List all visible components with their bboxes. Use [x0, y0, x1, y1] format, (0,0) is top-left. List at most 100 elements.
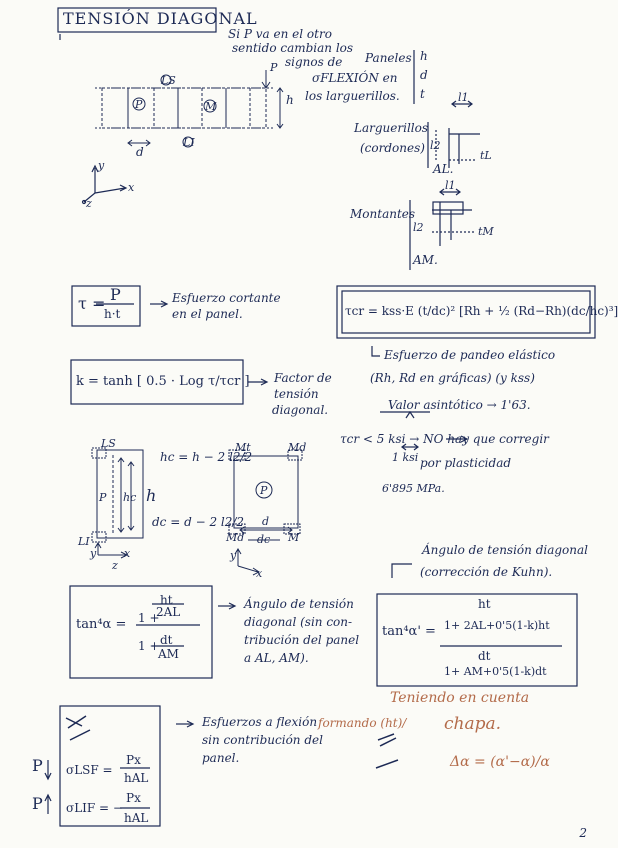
- paneles-label: Paneles: [365, 51, 412, 65]
- hc-panel-label: hc: [123, 491, 137, 504]
- pencil-note-2: formando (ht)/: [318, 716, 407, 730]
- tan-alpha-dt: dt: [160, 633, 173, 647]
- sketch-layer: [44, 7, 596, 827]
- dc-label-m: dc: [257, 533, 271, 546]
- tl-label: tL: [480, 149, 492, 162]
- hc-equation: hc = h − 2 l2/2: [160, 450, 253, 464]
- tcr-formula: τcr = kss·E (t/dc)² [Rh + ½ (Rd−Rh)(dc/h…: [345, 304, 618, 318]
- flex-desc-1: Esfuerzos a flexión: [202, 715, 318, 729]
- tan-alpha-prime-num: 1+ 2AL+0'5(1-k)ht: [444, 619, 550, 632]
- tau-desc-1: Esfuerzo cortante: [172, 291, 281, 305]
- dc-equation: dc = d − 2 l2/2: [152, 515, 245, 529]
- k-desc-3: diagonal.: [272, 403, 329, 417]
- larguerillo-section: [427, 100, 480, 168]
- plast-line-1: τcr < 5 ksi → NO hay que corregir: [340, 432, 549, 446]
- axis-y-label: y: [98, 159, 105, 172]
- tan-alpha-prime-ht: ht: [478, 597, 491, 611]
- angle-desc-4: a AL, AM).: [244, 651, 309, 665]
- note-line-1: Si P va en el otro: [228, 27, 332, 41]
- larguerillos-label: Larguerillos: [354, 121, 429, 135]
- title-box: [57, 7, 217, 33]
- pencil-note-3: chapa.: [444, 714, 502, 734]
- flex-desc-3: panel.: [202, 751, 240, 765]
- tan-alpha-2al: 2AL: [156, 605, 181, 619]
- tan-alpha-ht: ht: [160, 593, 173, 607]
- k-desc-1: Factor de: [274, 371, 332, 385]
- tan-alpha-prime-den: 1+ AM+0'5(1-k)dt: [444, 665, 547, 678]
- angle-desc-2: diagonal (sin con-: [244, 615, 353, 629]
- am-label: AM.: [413, 253, 438, 267]
- tcr-desc-1: Esfuerzo de pandeo elástico: [384, 348, 556, 362]
- panel-var-d: d: [420, 68, 428, 82]
- h-dimension: h: [286, 93, 294, 107]
- al-label: AL.: [433, 162, 454, 176]
- d-label-m: d: [262, 515, 270, 528]
- m-label-corner: M: [288, 531, 300, 544]
- tan-alpha-den: 1 +: [138, 639, 160, 653]
- ls-marker: LS: [161, 74, 176, 87]
- mpa-label: 6'895 MPa.: [382, 482, 445, 495]
- panel-var-h: h: [420, 49, 428, 63]
- angle-desc-3: tribución del panel: [244, 633, 360, 647]
- note-line-3: signos de: [285, 55, 343, 69]
- p-panel-label: P: [99, 491, 107, 504]
- axis-y-label-3: y: [230, 549, 237, 562]
- tcr-desc-3: Valor asintótico → 1'63.: [388, 398, 531, 412]
- note-line-2: sentido cambian los: [232, 41, 354, 55]
- panel-diagram: [95, 70, 284, 148]
- axes-1: [81, 164, 128, 205]
- m-marker: M: [205, 100, 217, 113]
- tan-alpha-lhs: tan⁴α =: [76, 617, 127, 632]
- l2-label-top: l2: [430, 139, 441, 152]
- tau-numerator: P: [110, 285, 121, 304]
- flex-desc-2: sin contribución del: [202, 733, 323, 747]
- panel-m-diagram: [228, 449, 303, 576]
- l1-label-bottom: l1: [445, 179, 456, 192]
- tm-label: tM: [478, 225, 494, 238]
- axis-z-label-2: z: [112, 559, 118, 572]
- p-force-label: P: [270, 61, 278, 74]
- angle-title-2: (corrección de Kuhn).: [420, 565, 553, 579]
- md-label-1: Md: [288, 441, 307, 454]
- k-formula: k = tanh [ 0.5 · Log τ/τcr ]: [76, 374, 250, 389]
- tau-denominator: h·t: [104, 307, 121, 321]
- tan-alpha-prime-dt: dt: [478, 649, 491, 663]
- axis-x-label-3: x: [256, 567, 263, 580]
- p-down-label: P: [32, 756, 43, 775]
- sigma-lif-lhs: σLIF = −: [66, 801, 123, 815]
- mt-label-1: Mt: [235, 441, 251, 454]
- l2-label-bottom: l2: [413, 221, 424, 234]
- ls-panel-label: LS: [101, 437, 116, 450]
- note-line-4: σFLEXIÓN en: [312, 71, 398, 85]
- delta-alpha: Δα = (α'−α)/α: [450, 754, 550, 770]
- note-line-5: los larguerillos.: [305, 89, 400, 103]
- panel-ls-li-diagram: [91, 447, 144, 559]
- tan-alpha-prime-lhs: tan⁴α' =: [382, 624, 436, 639]
- tan-alpha-num: 1 +: [138, 611, 160, 625]
- cordones-label: (cordones): [360, 141, 425, 155]
- sigma-lsf-den: hAL: [124, 771, 149, 785]
- panel-var-t: t: [420, 87, 425, 101]
- montantes-label: Montantes: [350, 207, 416, 221]
- li-panel-label: LI: [78, 535, 90, 548]
- axis-z-label: z: [86, 197, 92, 210]
- tau-desc-2: en el panel.: [172, 307, 243, 321]
- montante-section: [409, 188, 475, 270]
- page-title: TENSIÓN DIAGONAL: [63, 9, 258, 28]
- l1-label-top: l1: [458, 91, 469, 104]
- angle-desc-1: Ángulo de tensión: [244, 597, 354, 611]
- sigma-lsf-lhs: σLSF =: [66, 763, 113, 777]
- sigma-lsf-num: Px: [126, 753, 141, 767]
- sigma-lif-num: Px: [126, 791, 141, 805]
- ksi-label: 1 ksi: [392, 451, 419, 464]
- page-number: 2: [579, 826, 587, 841]
- angle-title-1: Ángulo de tensión diagonal: [422, 543, 588, 557]
- tan-alpha-am: AM: [158, 647, 179, 661]
- p-label-m: P: [260, 484, 268, 497]
- tcr-desc-2: (Rh, Rd en gráficas) (y kss): [370, 371, 535, 385]
- plast-line-2: por plasticidad: [420, 456, 512, 470]
- axis-x-label: x: [128, 181, 135, 194]
- k-desc-2: tensión: [274, 387, 319, 401]
- tau-box: [71, 285, 141, 327]
- pencil-note-1: Teniendo en cuenta: [390, 690, 530, 706]
